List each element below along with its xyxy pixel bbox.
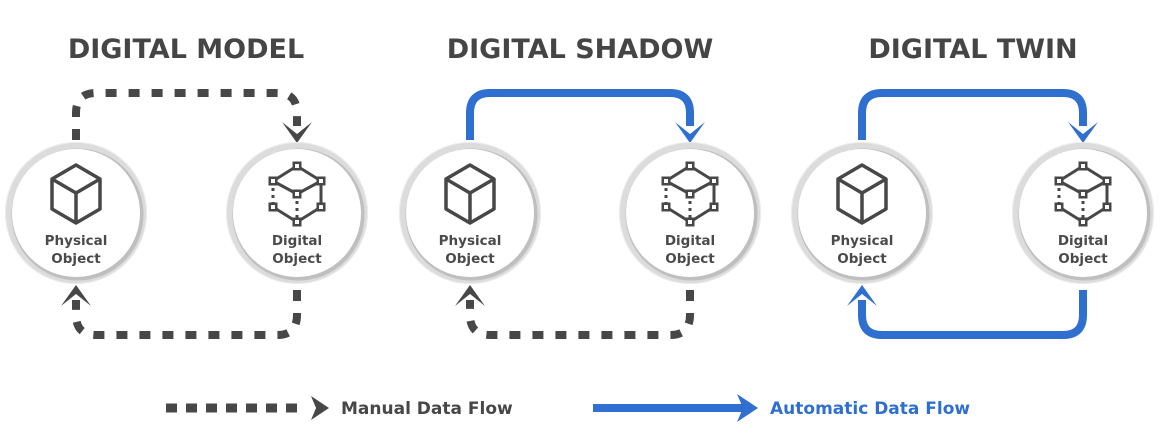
physical-label-line2: Object — [445, 251, 495, 267]
flow-arrows — [61, 89, 1098, 339]
physical-label-line2: Object — [51, 251, 101, 267]
legend-automatic-arrowhead-icon — [737, 394, 758, 422]
digital-label-line2: Object — [272, 251, 322, 267]
cube-icon — [836, 163, 888, 225]
physical-label-line1: Physical — [439, 233, 502, 249]
panel-title-digital-twin: DIGITAL TWIN — [868, 34, 1077, 65]
cube-icon — [444, 163, 496, 225]
physical-label-line1: Physical — [45, 233, 108, 249]
legend-manual-arrowhead-icon — [311, 396, 329, 420]
wireframe-cube-icon — [1054, 161, 1112, 227]
legend-manual-label: Manual Data Flow — [341, 399, 513, 419]
digital-label-line2: Object — [665, 251, 715, 267]
forward-flow-line-1 — [466, 89, 694, 140]
return-flow-arrowhead-icon-2 — [847, 285, 877, 306]
legend-automatic-swatch — [593, 394, 758, 422]
forward-flow-arrowhead-icon-0 — [282, 122, 312, 143]
forward-flow-line-2 — [858, 89, 1087, 140]
physical-label-line2: Object — [837, 251, 887, 267]
legend-manual-swatch — [166, 396, 329, 420]
legend-automatic-label: Automatic Data Flow — [770, 399, 970, 419]
wireframe-cube-icon — [661, 161, 719, 227]
digital-label-line2: Object — [1058, 251, 1108, 267]
digital-label-line1: Digital — [1058, 233, 1108, 249]
return-flow-line-2 — [858, 290, 1087, 339]
digital-node-face — [626, 149, 754, 277]
legend: Manual Data Flow Automatic Data Flow — [166, 394, 970, 422]
wireframe-cube-icon — [268, 161, 326, 227]
object-nodes: PhysicalObjectDigitalObjectPhysicalObjec… — [5, 142, 1154, 284]
digital-label-line1: Digital — [272, 233, 322, 249]
cube-icon — [50, 163, 102, 225]
return-flow-arrowhead-icon-0 — [61, 285, 91, 306]
return-flow-line-0 — [72, 290, 301, 339]
panel-title-digital-shadow: DIGITAL SHADOW — [447, 34, 714, 65]
digital-label-line1: Digital — [665, 233, 715, 249]
digital-node-face — [1019, 149, 1147, 277]
forward-flow-line-0 — [72, 89, 301, 140]
forward-flow-arrowhead-icon-1 — [675, 122, 705, 143]
return-flow-line-1 — [466, 290, 694, 339]
panel-title-digital-model: DIGITAL MODEL — [68, 34, 304, 65]
return-flow-arrowhead-icon-1 — [455, 285, 485, 306]
forward-flow-arrowhead-icon-2 — [1068, 122, 1098, 143]
physical-label-line1: Physical — [831, 233, 894, 249]
digital-node-face — [233, 149, 361, 277]
